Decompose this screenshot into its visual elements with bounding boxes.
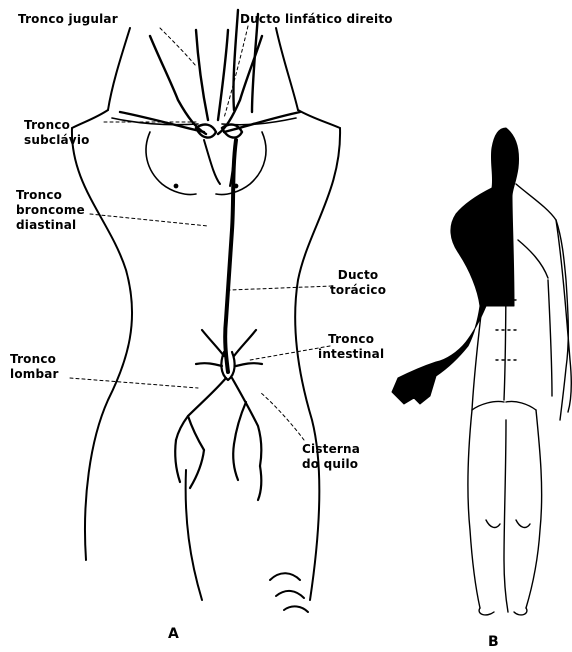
femoral-right-2 [258, 466, 261, 500]
thoracic-duct [225, 140, 236, 372]
leader-lombar [70, 378, 198, 388]
panel-label-b: B [488, 634, 499, 650]
abdominal-lymph-vessels [175, 330, 262, 500]
intestinal-trunk-branch-right [234, 330, 256, 356]
panel-a-chest [112, 118, 296, 195]
intestinal-trunk-branch-left [202, 330, 224, 356]
intestinal-side-right [236, 363, 262, 366]
iliac-right-branch [234, 402, 246, 444]
venous-angle-left [196, 125, 216, 138]
foot-right [514, 608, 527, 615]
leader-ducto-toracico [230, 286, 332, 290]
knee-left [486, 520, 500, 527]
body-outline-right [516, 184, 568, 420]
label-tronco-broncomediastinal: Tronco broncome diastinal [16, 188, 85, 233]
inner-left-thigh [186, 470, 202, 600]
femoral-right [233, 444, 238, 480]
label-ducto-toracico: Ducto torácico [330, 268, 386, 298]
panel-label-a: A [168, 626, 179, 642]
label-tronco-lombar: Tronco lombar [10, 352, 59, 382]
left-hand [270, 573, 308, 612]
iliac-left-branch [188, 416, 204, 450]
neck-right-outline [276, 28, 298, 110]
neck-vessels [120, 10, 300, 138]
femoral-left [175, 440, 180, 482]
leg-right-outer [526, 410, 542, 608]
chest-left-contour [146, 132, 196, 195]
label-tronco-subclavio: Tronco subclávio [24, 118, 90, 148]
arm-right [556, 220, 571, 412]
hip-line-right [506, 401, 536, 410]
leader-cisterna [260, 392, 304, 440]
jugular-left-inner [196, 30, 208, 120]
central-vessels [204, 140, 236, 186]
hip-line-left [472, 401, 504, 410]
label-ducto-linfatico-direito: Ducto linfático direito [240, 12, 393, 27]
arm-right-inner [548, 280, 552, 396]
leg-left-outer [468, 410, 480, 608]
trunk-right-outline [295, 128, 340, 600]
foot-left [479, 608, 494, 615]
leg-inner [504, 420, 508, 612]
leader-jugular [160, 28, 196, 66]
intestinal-side-left [196, 363, 222, 366]
femoral-left-2 [190, 450, 204, 488]
ab-segments [496, 300, 520, 360]
lumbar-trunk-right [232, 378, 261, 466]
left-nipple [174, 184, 177, 187]
shoulder-right-outline [298, 110, 340, 128]
subclavian-right-vessel [224, 112, 300, 132]
jugular-right-inner [218, 30, 228, 120]
drained-region-right-lymphatic [392, 128, 519, 404]
neck-left-outline [108, 28, 130, 110]
brachiocephalic-left [204, 140, 220, 184]
label-cisterna-do-quilo: Cisterna do quilo [302, 442, 360, 472]
knee-right [516, 520, 530, 527]
label-tronco-intestinal: Tronco intestinal [318, 332, 384, 362]
leader-broncomediastinal [90, 214, 208, 226]
chest-right-b [518, 240, 548, 278]
trachea-left [233, 10, 238, 110]
label-tronco-jugular: Tronco jugular [18, 12, 118, 27]
chest-right-contour [216, 132, 266, 195]
